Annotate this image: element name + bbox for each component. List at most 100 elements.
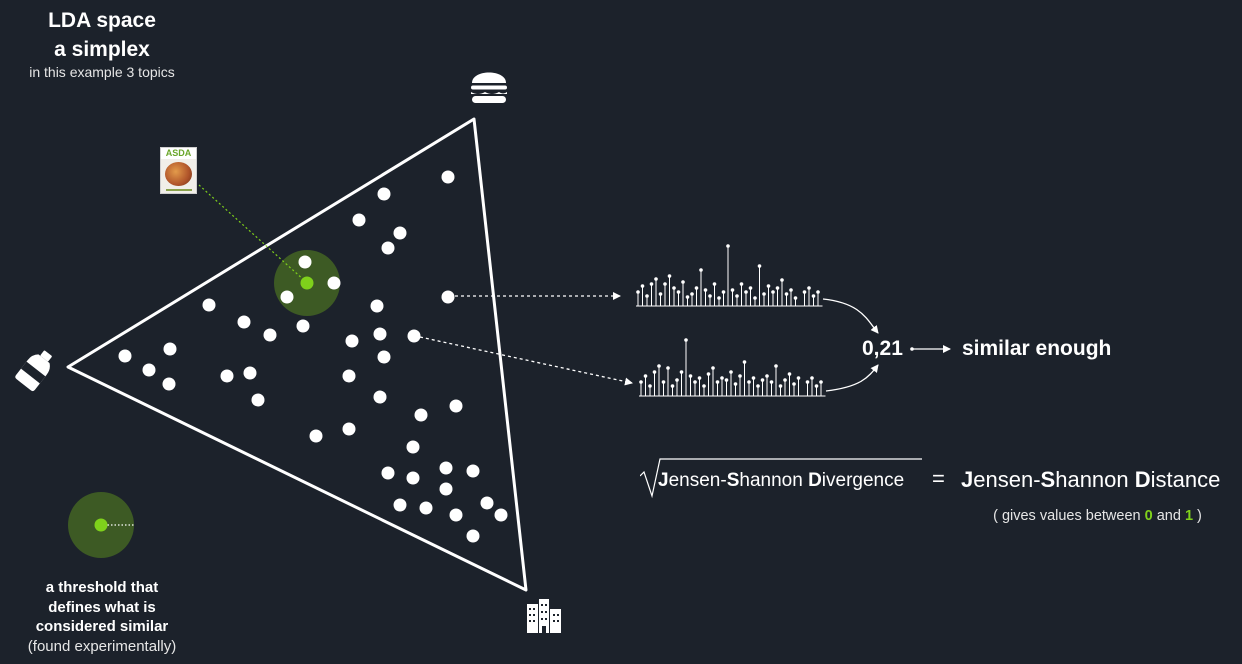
distribution-point	[645, 294, 649, 298]
curve-arrow-top	[822, 298, 879, 334]
distribution-point	[702, 384, 706, 388]
distribution-point	[663, 282, 667, 286]
threshold-line-1: a threshold that	[45, 579, 159, 596]
distribution-point	[783, 378, 787, 382]
range-mid: and	[1152, 508, 1185, 524]
document-dot	[327, 276, 341, 290]
formula-rhs-run: istance	[1151, 467, 1221, 492]
distribution-point	[738, 374, 742, 378]
distribution-point	[652, 370, 657, 374]
document-dot	[377, 350, 391, 364]
document-dot	[280, 290, 294, 304]
distribution-point	[748, 286, 753, 290]
document-dot	[296, 319, 310, 333]
distribution-point	[816, 290, 820, 294]
range-low: 0	[1144, 508, 1153, 524]
range-suffix: )	[1193, 508, 1202, 524]
distribution-point	[711, 366, 715, 370]
distribution-point	[814, 384, 819, 388]
document-dot	[162, 377, 176, 391]
distribution-point	[739, 282, 744, 286]
document-dot	[163, 342, 177, 356]
document-dot	[342, 369, 356, 383]
distribution-point	[694, 286, 699, 290]
threshold-line-4: (found experimentally)	[27, 637, 177, 655]
distribution-point	[643, 374, 648, 378]
document-dot	[220, 369, 234, 383]
threshold-line-3: considered similar	[35, 618, 169, 635]
formula-rhs-run: ensen-	[973, 467, 1040, 492]
distribution-point	[793, 296, 798, 300]
document-dot	[466, 464, 480, 478]
distribution-point	[649, 282, 654, 286]
distribution-point	[685, 295, 690, 299]
distribution-point	[762, 292, 766, 296]
range-note: ( gives values between 0 and 1 )	[960, 508, 1235, 524]
document-dot	[441, 290, 455, 304]
document-dot	[414, 408, 428, 422]
distribution-point	[742, 360, 747, 364]
distribution-point	[807, 286, 811, 290]
document-dot	[381, 466, 395, 480]
distribution-point	[805, 380, 810, 384]
distribution-point	[730, 288, 735, 292]
threshold-line-2: defines what is	[48, 598, 156, 616]
formula-rhs-run: J	[961, 467, 973, 492]
document-dot	[370, 299, 384, 313]
range-prefix: ( gives values between	[993, 508, 1145, 524]
threshold-legend-dot	[94, 518, 108, 532]
document-dot	[439, 461, 453, 475]
distribution-point	[675, 378, 679, 382]
threshold-caption: a threshold that defines what is conside…	[16, 578, 188, 656]
distribution-point	[676, 290, 681, 294]
distribution-point	[789, 288, 793, 292]
distribution-point	[796, 376, 801, 380]
selected-document-dot	[300, 276, 314, 290]
document-cover-image	[165, 162, 192, 186]
formula-lhs: Jensen-Shannon Divergence	[658, 470, 904, 491]
document-dot	[406, 471, 420, 485]
buildings-icon	[527, 599, 561, 633]
distribution-point	[706, 372, 711, 376]
distribution-point	[690, 292, 694, 296]
distribution-point	[640, 284, 645, 288]
document-dot	[345, 334, 359, 348]
document-thumbnail: ASDA	[160, 147, 197, 194]
distribution-point	[792, 382, 796, 386]
distribution-point	[724, 378, 729, 382]
distribution-point	[744, 290, 748, 294]
distribution-point	[688, 374, 693, 378]
range-high: 1	[1184, 508, 1194, 524]
topic-distribution-2	[639, 338, 826, 397]
document-dot	[480, 496, 494, 510]
bottle-icon	[15, 350, 52, 392]
formula-lhs-run: J	[658, 470, 669, 491]
formula-rhs-run: S	[1041, 467, 1056, 492]
formula-rhs-run: hannon	[1055, 467, 1135, 492]
distribution-point	[774, 364, 778, 368]
formula-lhs-run: D	[808, 470, 822, 491]
distribution-point	[780, 278, 784, 282]
distribution-point	[679, 370, 684, 374]
title-line-2: a simplex	[54, 38, 150, 61]
arrow-to-distribution-2	[419, 336, 633, 386]
document-brand-logo: ASDA	[161, 148, 196, 159]
distribution-point	[819, 380, 823, 384]
distribution-point	[654, 277, 658, 281]
distribution-point	[721, 290, 726, 294]
document-dot	[202, 298, 216, 312]
distribution-point	[667, 274, 672, 278]
distribution-point	[708, 294, 712, 298]
distribution-point	[811, 294, 816, 298]
document-dot	[449, 399, 463, 413]
distribution-point	[703, 288, 708, 292]
document-dot	[441, 170, 455, 184]
document-dot	[393, 498, 407, 512]
formula-lhs-run: ivergence	[822, 470, 904, 491]
jsd-formula: Jensen-Shannon Divergence = Jensen-Shann…	[640, 458, 1221, 499]
distribution-point	[639, 380, 643, 384]
distribution-point	[765, 374, 769, 378]
burger-icon	[471, 72, 507, 103]
distribution-point	[657, 364, 661, 368]
